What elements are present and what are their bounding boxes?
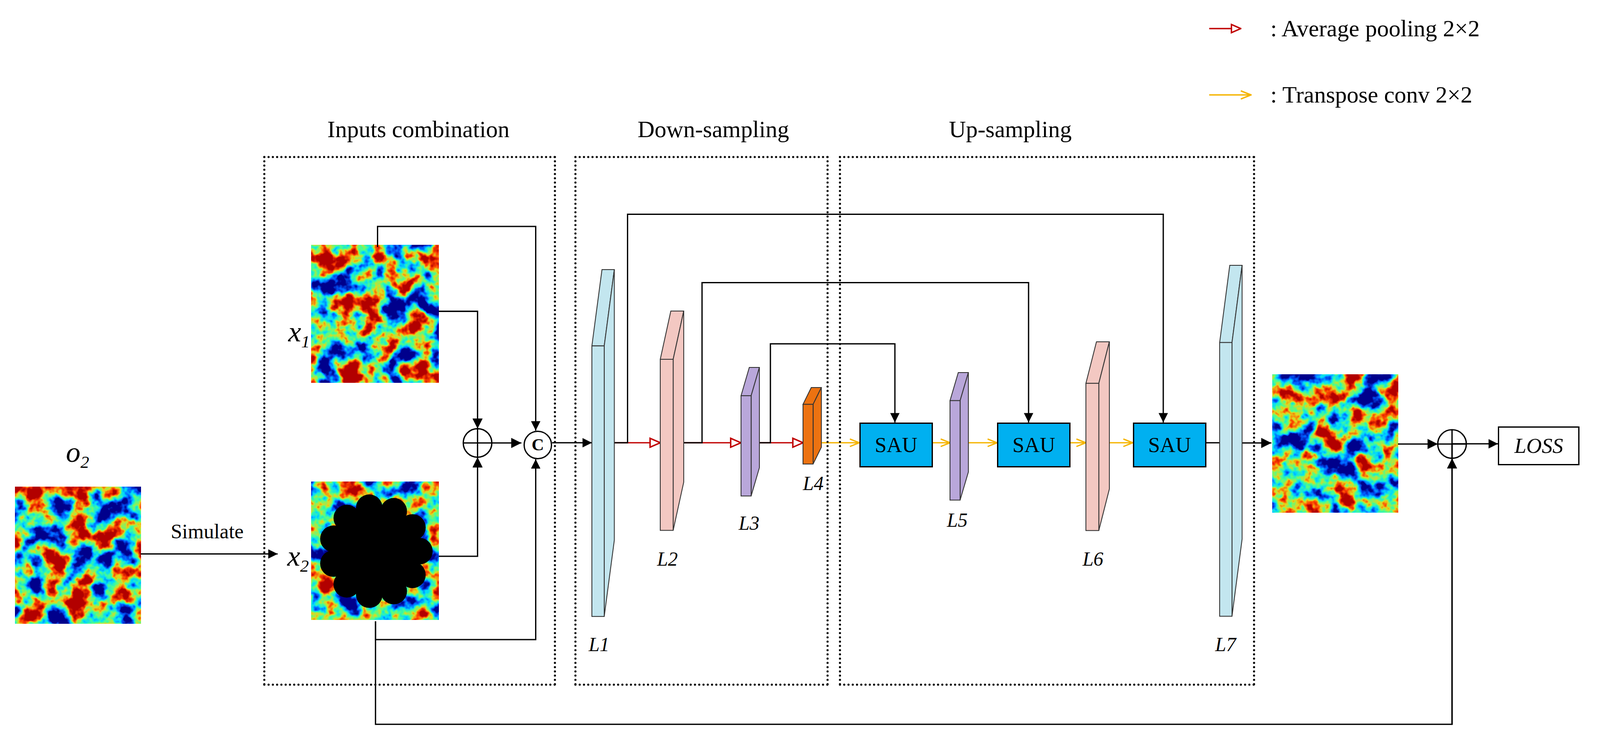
feature-layer: L6 [1085,341,1110,531]
legend-entry: : Average pooling 2×2 [1270,15,1480,42]
wire [1397,443,1438,445]
layer-slab [741,367,760,497]
add-symbol [463,428,492,458]
label-holder: x2 [287,540,309,577]
legend-text: : Transpose conv 2×2 [1270,81,1473,108]
wire [438,457,478,557]
input-image: x2 [277,483,442,622]
mask-hole [320,494,433,608]
wire [438,311,478,430]
edge-label-holder: Simulate [170,520,244,544]
label-holder: o2 [65,435,89,472]
sau-block: SAU [1132,422,1207,468]
layer-label: L5 [947,509,968,532]
input-image: x1 [277,247,442,385]
variable-label: x2 [287,539,309,573]
connector [375,459,536,640]
group-title: Down-sampling [637,116,789,143]
group-title: Up-sampling [948,116,1072,143]
label-holder: L5 [947,509,968,532]
wire [491,442,522,444]
legend-entry: : Transpose conv 2×2 [1270,82,1473,109]
layer-slab [950,372,969,500]
label-holder: Inputs combination [327,116,510,143]
feature-layer: L2 [660,311,684,531]
label-holder: L2 [656,548,678,571]
feature-layer: L1 [591,269,615,617]
layer-label: L2 [656,547,678,570]
sau-block: SAU [859,422,933,468]
block-label: SAU [1012,433,1056,457]
block-label: SAU [874,433,918,457]
variable-label: o2 [65,435,89,468]
connector [375,444,1499,725]
label-holder: L3 [738,512,760,535]
group-box: Down-samplingL1L2L3 [574,155,829,686]
label-holder: L4 [802,472,824,495]
connector [614,214,1164,443]
feature-layer: L7 [1219,265,1243,617]
variable-label: x1 [288,315,311,348]
block-label: LOSS [1514,434,1564,458]
wire [1239,442,1272,444]
concat-circle: C [523,430,553,460]
feature-layer: L5 [950,372,969,500]
concat-label: C [531,435,545,455]
sau-block: SAU [997,422,1071,468]
connector [377,226,536,431]
label-holder: L1 [588,634,610,656]
layer-label: L6 [1082,547,1104,570]
legend-text: : Average pooling 2×2 [1270,15,1480,42]
feature-layer: L4 [802,387,822,465]
heatmap-image [15,487,142,624]
connector [968,442,998,444]
heatmap-image [1272,374,1399,513]
group-box: Up-samplingSAUL5SAUL6SAUL7 [838,155,1256,686]
connector [1109,442,1133,444]
connector [141,553,278,555]
layer-slab [1085,341,1110,531]
connector [683,282,1029,443]
layer-label: L3 [738,512,760,535]
layer-label: L4 [802,472,824,495]
layer-slab [591,269,615,617]
wire [1208,94,1251,96]
heatmap-image [311,244,439,383]
edge-label: Simulate [170,520,244,543]
connector [1206,442,1220,444]
wire [1208,27,1241,30]
label-holder: Up-sampling [948,116,1072,143]
connector [552,442,592,444]
input-image: o2 [15,486,142,624]
block-label: SAU [1148,433,1192,457]
label-holder: Down-sampling [637,116,789,143]
group-box: Inputs combinationx1x2C [263,155,556,686]
label-holder: L7 [1215,634,1237,656]
connector [932,442,951,444]
feature-layer: L3 [741,367,760,497]
heatmap-image [311,482,439,621]
loss-box: LOSS [1497,426,1580,466]
layer-slab [660,311,684,531]
layer-label: L1 [588,633,610,656]
connector [1070,442,1086,444]
layer-label: L7 [1215,633,1237,656]
label-holder: L6 [1082,548,1104,571]
layer-slab [1219,265,1243,617]
label-holder: x1 [288,315,311,352]
layer-slab [802,387,822,465]
group-title: Inputs combination [327,116,510,143]
